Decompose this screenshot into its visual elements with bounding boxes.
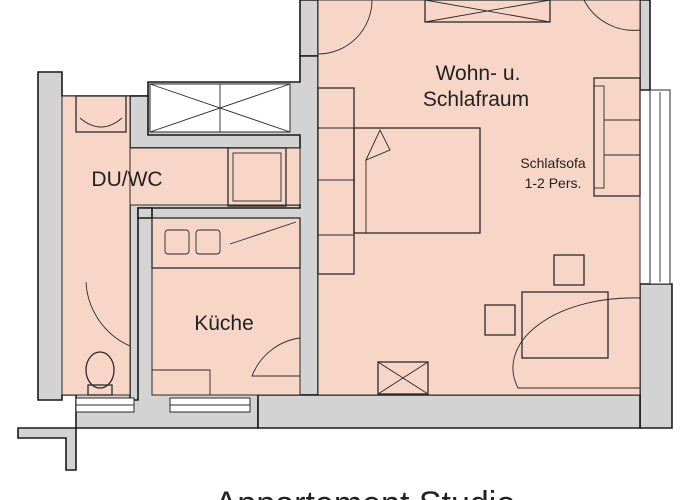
- room-living: [317, 0, 641, 396]
- label-kitchen: Küche: [194, 312, 254, 335]
- room-kitchen: [151, 217, 301, 396]
- label-sofa-line2: 1-2 Pers.: [525, 175, 582, 191]
- kitchen-counter: [151, 217, 301, 269]
- door-kitchen-frame: [152, 369, 211, 395]
- sink-bath: [75, 95, 127, 133]
- bottom-window-kitchen: [169, 397, 251, 413]
- sofa: [593, 77, 641, 197]
- label-sofa-line1: Schlafsofa: [520, 155, 586, 171]
- door-swing-kitchen: [251, 337, 301, 377]
- bottom-window-bath: [75, 397, 135, 413]
- label-living-line2: Schlafraum: [423, 88, 529, 111]
- right-window: [649, 89, 671, 285]
- door-swing-bath: [85, 272, 131, 347]
- label-bath: DU/WC: [91, 168, 162, 191]
- label-living-line1: Wohn- u.: [436, 62, 521, 85]
- skylight-window: [149, 83, 291, 133]
- footer-title: Appartement Studio: [215, 485, 516, 500]
- room-bath: [61, 95, 131, 396]
- room-bath-niche: [129, 147, 229, 206]
- toilet: [85, 351, 115, 396]
- bed: [353, 127, 481, 234]
- door-swing-right: [512, 297, 641, 389]
- door-swing-top-right: [583, 0, 641, 31]
- shower-tray: [227, 147, 287, 207]
- radiator-bottom: [377, 361, 429, 395]
- room-hall-top: [227, 147, 301, 206]
- dining-table: [484, 254, 609, 359]
- door-swing-top-left: [317, 0, 373, 55]
- top-cabinet: [424, 0, 551, 23]
